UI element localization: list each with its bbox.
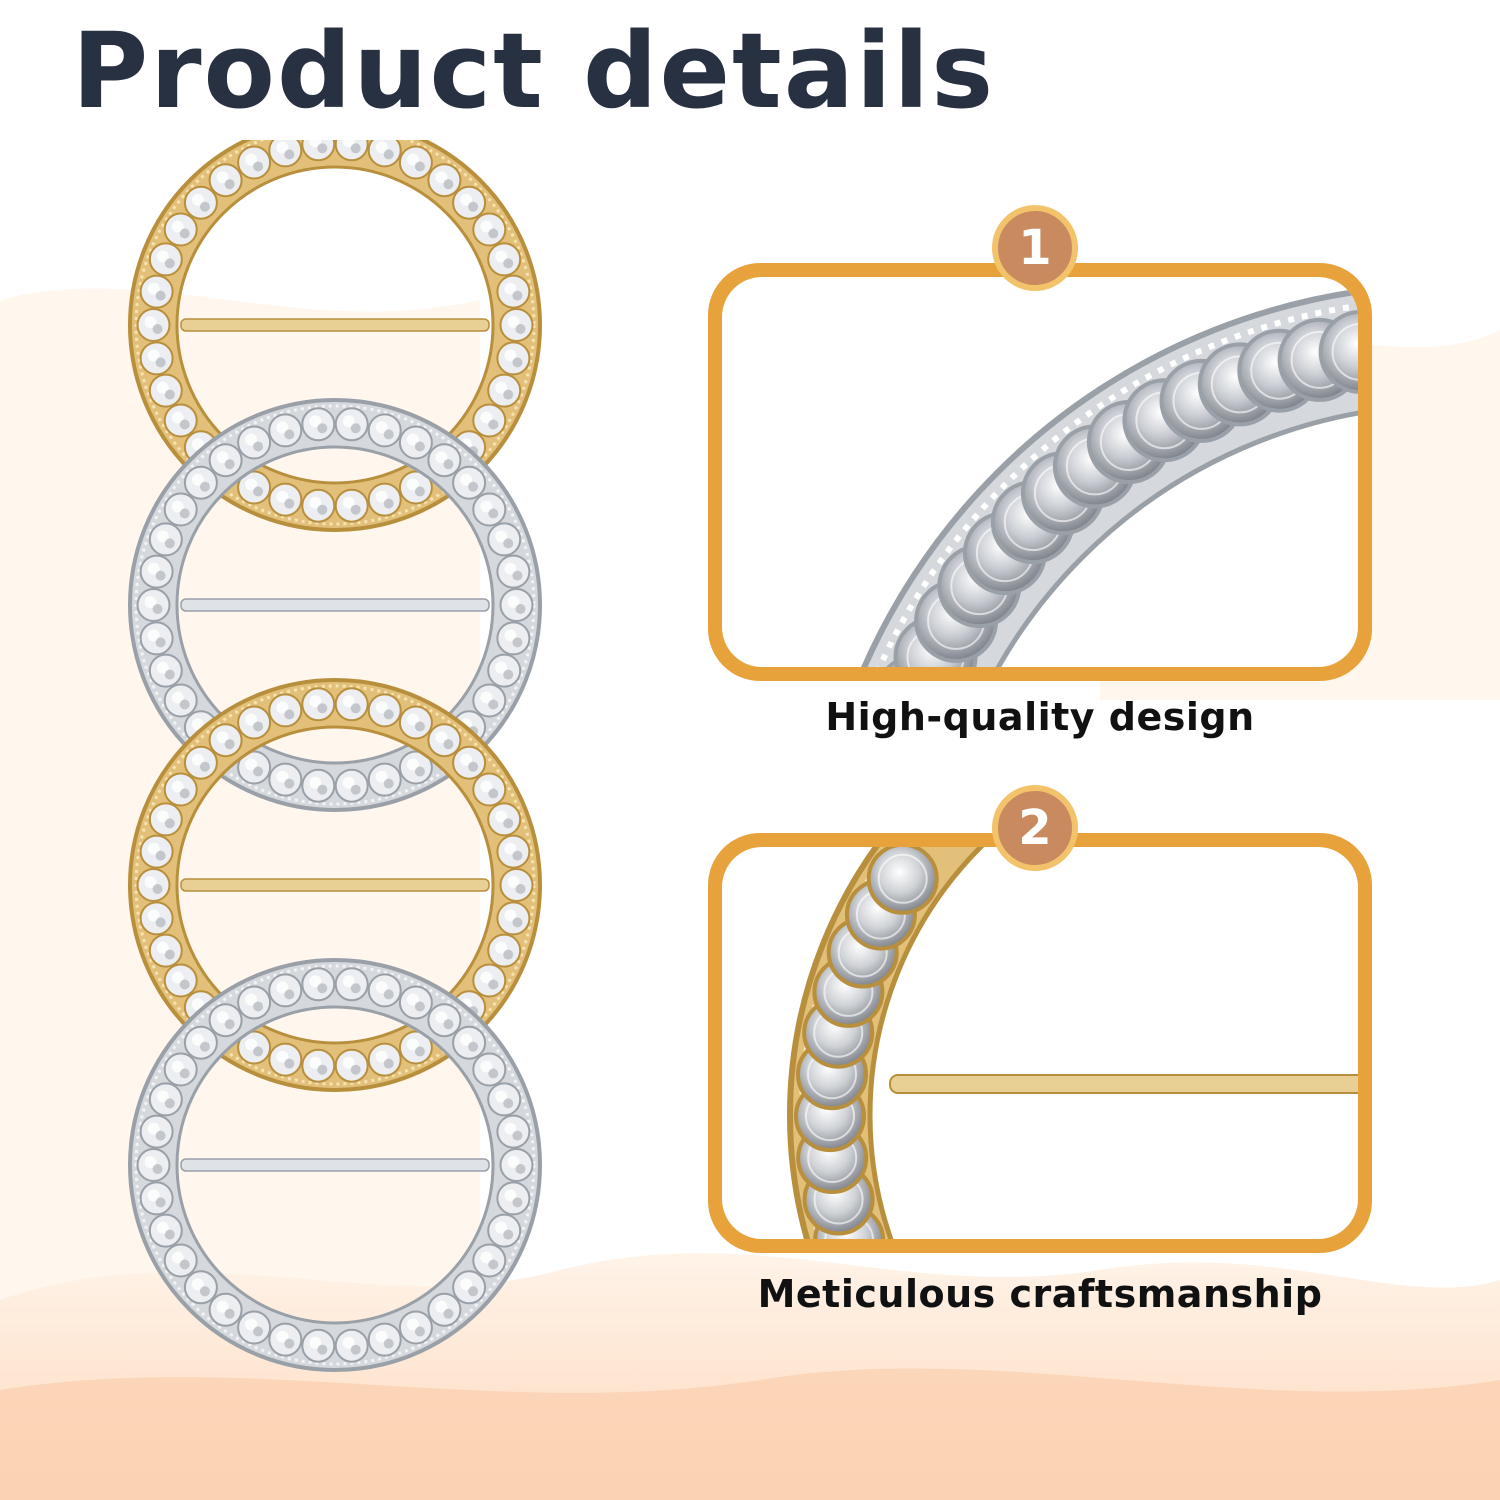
- feature-caption-2: Meticulous craftsmanship: [757, 1272, 1323, 1316]
- silver-ring: [128, 398, 542, 812]
- feature-number-badge: 1: [992, 205, 1078, 291]
- feature-panel-2: 2: [690, 785, 1390, 1255]
- silver-ring-closeup-image: [708, 263, 1372, 681]
- feature-number-badge: 2: [992, 785, 1078, 871]
- product-ring-stack: [128, 140, 542, 1372]
- page-title: Product details: [72, 10, 996, 132]
- feature-caption-1: High-quality design: [825, 695, 1255, 739]
- silver-ring: [128, 958, 542, 1372]
- gold-ring: [128, 140, 542, 532]
- feature-panel-1: 1: [690, 205, 1390, 685]
- gold-ring-closeup-image: [708, 833, 1372, 1253]
